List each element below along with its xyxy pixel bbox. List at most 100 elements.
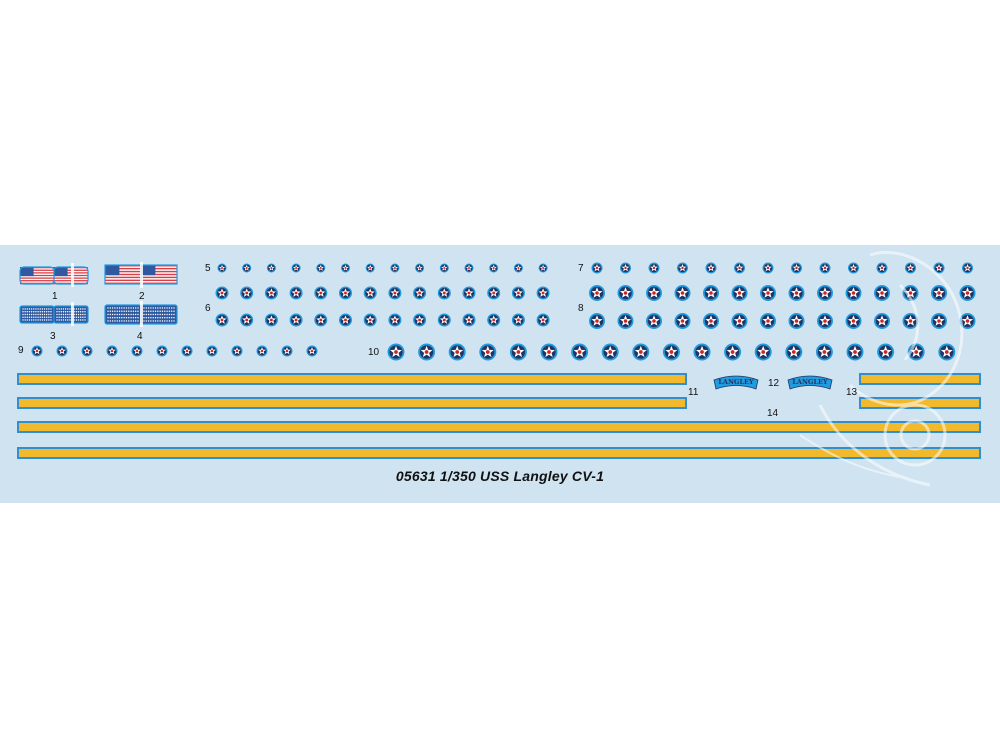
- roundel-decal-5: [489, 263, 499, 273]
- roundel-decal-6: [339, 286, 352, 300]
- roundel-decal-9: [131, 345, 143, 357]
- decal-number-6: 6: [205, 303, 211, 314]
- roundel-decal-6: [511, 286, 525, 300]
- roundel-decal-8: [788, 285, 805, 301]
- roundel-decal-6: [462, 286, 476, 300]
- stripe-decal-11-top: [17, 373, 687, 385]
- roundel-decal-10: [815, 343, 833, 361]
- roundel-decal-10: [938, 343, 956, 361]
- roundel-decal-8: [589, 285, 605, 301]
- decal-number-3: 3: [50, 331, 56, 342]
- decal-number-10: 10: [368, 347, 380, 358]
- roundel-decal-8: [646, 285, 662, 301]
- roundel-decal-9: [306, 345, 318, 357]
- sheet-caption: 05631 1/350 USS Langley CV-1: [395, 468, 605, 484]
- langley-plate-left-text: LANGLEY: [718, 378, 754, 386]
- roundel-decal-5: [316, 263, 326, 273]
- roundel-decal-10: [479, 343, 497, 361]
- decal-number-13: 13: [846, 387, 858, 398]
- roundel-decal-8: [959, 313, 976, 329]
- roundel-decal-8: [617, 285, 634, 301]
- roundel-decal-7: [791, 262, 802, 274]
- roundel-decal-8: [731, 313, 748, 329]
- roundel-decal-9: [256, 345, 268, 357]
- roundel-decal-5: [217, 263, 227, 273]
- decal-number-8: 8: [578, 303, 584, 314]
- roundel-decal-6: [536, 286, 550, 300]
- roundel-decal-6: [339, 313, 352, 327]
- roundel-decal-8: [674, 285, 691, 301]
- flag-decal-4-left: [104, 304, 142, 325]
- flag-decal-4-right: [140, 304, 178, 325]
- roundel-decal-5: [242, 263, 252, 273]
- roundel-decal-5: [266, 263, 276, 273]
- roundel-decal-5: [341, 263, 350, 273]
- roundel-decal-6: [413, 286, 427, 300]
- roundel-decal-6: [240, 313, 254, 327]
- roundel-decal-10: [448, 343, 466, 361]
- roundel-decal-6: [388, 286, 402, 300]
- langley-plate-right-text: LANGLEY: [792, 378, 828, 386]
- roundel-decal-10: [693, 343, 711, 361]
- roundel-decal-6: [264, 286, 278, 300]
- roundel-decal-7: [734, 262, 745, 274]
- roundel-decal-6: [487, 286, 501, 300]
- roundel-decal-10: [387, 343, 405, 361]
- roundel-decal-8: [617, 313, 634, 329]
- roundel-decal-8: [703, 313, 719, 329]
- roundel-decal-9: [181, 345, 193, 357]
- decal-number-9: 9: [18, 345, 24, 356]
- roundel-decal-5: [513, 263, 523, 273]
- roundel-decal-7: [648, 262, 660, 274]
- roundel-decal-8: [760, 313, 776, 329]
- stripe-decal-11-bottom: [17, 397, 687, 409]
- roundel-decal-8: [959, 285, 976, 301]
- roundel-decal-10: [877, 343, 895, 361]
- decal-number-1: 1: [52, 291, 58, 302]
- trumpeter-horn-icon: [799, 250, 964, 487]
- roundel-decal-6: [215, 313, 229, 327]
- roundel-decal-7: [819, 262, 831, 274]
- roundel-decal-8: [731, 285, 748, 301]
- roundel-decal-8: [902, 313, 919, 329]
- roundel-decal-8: [845, 313, 862, 329]
- decal-number-7: 7: [578, 263, 584, 274]
- roundel-decal-8: [646, 313, 662, 329]
- decal-number-4: 4: [137, 331, 143, 342]
- roundel-decal-8: [788, 313, 805, 329]
- roundel-decal-8: [874, 285, 890, 301]
- langley-plate-left: [713, 375, 759, 390]
- roundel-decal-8: [845, 285, 862, 301]
- roundel-decal-7: [962, 262, 973, 274]
- roundel-decal-6: [437, 313, 451, 327]
- roundel-decal-6: [388, 313, 402, 327]
- roundel-decal-9: [31, 345, 43, 357]
- flag-decal-2-right: [140, 264, 178, 285]
- roundel-decal-7: [677, 262, 688, 274]
- roundel-decal-6: [511, 313, 525, 327]
- decal-number-14: 14: [767, 408, 779, 419]
- roundel-decal-8: [817, 285, 833, 301]
- roundel-decal-8: [874, 313, 890, 329]
- roundel-decal-8: [931, 285, 947, 301]
- flag-decal-3-left: [19, 305, 55, 324]
- flag-decals: [19, 262, 178, 327]
- roundel-decal-8: [703, 285, 719, 301]
- roundel-decal-10: [785, 343, 803, 361]
- roundel-decal-6: [289, 286, 303, 300]
- flag-decal-1-left: [19, 266, 55, 285]
- roundel-decal-6: [363, 286, 377, 300]
- roundel-decal-7: [705, 262, 717, 274]
- roundel-decal-6: [363, 313, 377, 327]
- roundel-decal-6: [314, 313, 328, 327]
- roundel-decal-10: [846, 343, 864, 361]
- stripe-decal-13-top: [859, 373, 981, 385]
- decal-sheet-graphics: LANGLEY LANGLEY: [0, 245, 1000, 503]
- roundel-decal-9: [281, 345, 293, 357]
- roundel-decal-9: [106, 345, 118, 357]
- roundel-decal-5: [291, 263, 301, 273]
- roundel-decal-9: [156, 345, 168, 357]
- roundel-decal-6: [413, 313, 427, 327]
- roundel-decal-10: [418, 343, 436, 361]
- roundel-decal-8: [674, 313, 691, 329]
